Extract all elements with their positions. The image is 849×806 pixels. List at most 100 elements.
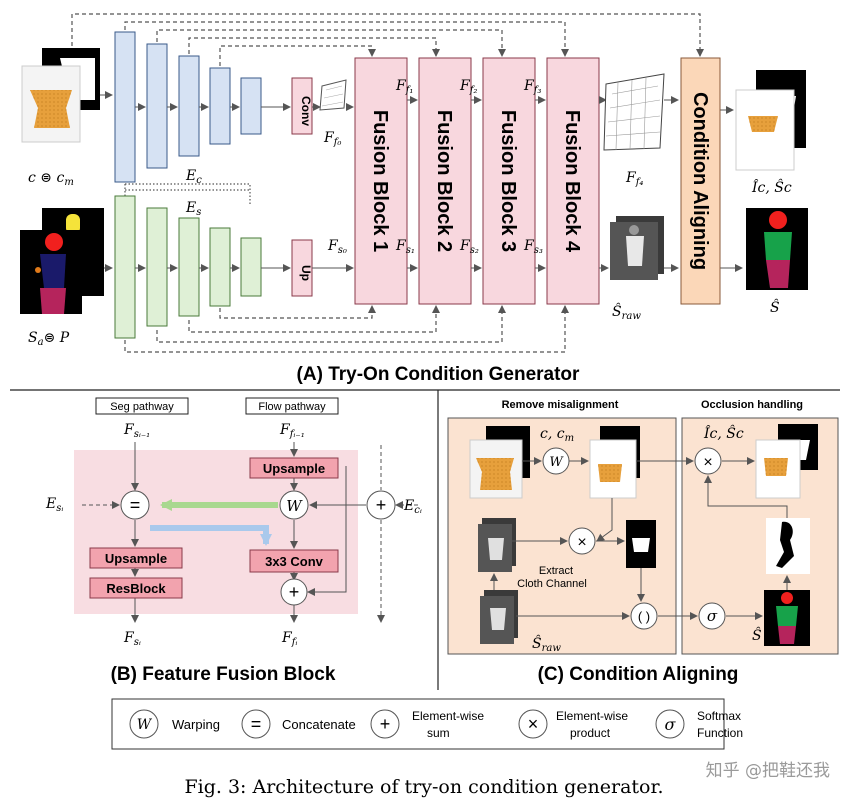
svg-text:W: W — [137, 717, 153, 733]
fusion-block-2-label: Fusion Block 2 — [433, 110, 455, 252]
resblock-label: ResBlock — [106, 581, 166, 596]
cloth-encoder-label: Ec — [185, 168, 202, 186]
panel-c: Remove misalignment Occlusion handling c… — [447, 399, 839, 685]
c-product-icon — [568, 527, 596, 555]
skip-connections-bottom — [124, 305, 569, 353]
condition-aligning-label: Condition Aligning — [689, 92, 711, 270]
upsample-top-block — [249, 457, 339, 479]
panel-b-title: (B) Feature Fusion Block — [111, 664, 336, 685]
seg-s2-label: Fs₂ — [459, 238, 479, 256]
legend-item-sum: + Element-wise sum — [370, 709, 484, 740]
seg-encoder-label: Es — [185, 200, 201, 218]
legend-box — [111, 698, 725, 750]
legend-item-warping: W Warping — [129, 709, 220, 739]
output-ic-sc-label: Îc, Ŝc — [751, 178, 792, 196]
svg-text:×: × — [528, 714, 539, 734]
legend-item-product: × Element-wise product — [518, 709, 628, 740]
panel-a-title: (A) Try-On Condition Generator — [297, 364, 580, 385]
fusion-block-4 — [546, 57, 600, 305]
fusion-block-4-label: Fusion Block 4 — [561, 110, 583, 253]
flow-f3-label: Ff₃ — [523, 78, 541, 96]
output-cloth-c — [755, 424, 818, 499]
flow-f4-label: Ff₄ — [625, 170, 643, 188]
sum-icon — [280, 578, 308, 606]
s-raw-label: Ŝraw — [612, 302, 641, 322]
svg-text:product: product — [570, 726, 611, 740]
watermark: 知乎 @把鞋还我 — [706, 761, 830, 781]
flow-pathway-label: Flow pathway — [258, 401, 326, 413]
in-flow-label: Ffᵢ₋₁ — [279, 422, 305, 440]
legend-concatenate-icon — [241, 709, 271, 739]
legend-sum-label: Element-wise — [412, 709, 484, 723]
occlusion-handling-title: Occlusion handling — [701, 399, 803, 411]
legend-sum-icon — [370, 709, 400, 739]
svg-text:W: W — [286, 497, 303, 515]
in-seg-label: Fsᵢ₋₁ — [123, 422, 150, 440]
c-input-images — [469, 426, 530, 499]
c-sraw-label: Ŝraw — [532, 634, 561, 654]
svg-text:×: × — [577, 534, 586, 551]
conv-3x3-block — [249, 549, 339, 573]
fusion-blocks: Fusion Block 1 Fusion Block 2 Fusion Blo… — [354, 57, 600, 305]
legend-product-icon — [518, 709, 548, 739]
svg-text:σ: σ — [665, 715, 677, 734]
conv-label: Conv — [299, 96, 313, 126]
seg-s3-label: Fs₃ — [523, 238, 543, 256]
input-cloth-label: c ⊜ cm — [28, 170, 74, 188]
resblock-block — [89, 577, 183, 599]
extract-line2: Cloth Channel — [517, 578, 587, 590]
warping-icon — [279, 490, 309, 520]
cloth-encoder — [114, 31, 262, 183]
svg-text:sum: sum — [427, 726, 450, 740]
s-raw-stack-bottom — [480, 590, 518, 644]
svg-text:+: + — [376, 495, 387, 515]
svg-text:+: + — [289, 582, 300, 602]
sum-icon-ec — [366, 490, 396, 520]
upsample-top-label: Upsample — [263, 461, 325, 476]
seg-s0-label: Fs₀ — [327, 238, 347, 256]
up-label: Up — [299, 265, 313, 281]
flow-f1-label: Ff₁ — [395, 78, 413, 96]
fusion-block-1 — [354, 57, 408, 305]
upsample-bottom-label: Upsample — [105, 551, 167, 566]
svg-text:=: = — [251, 714, 262, 734]
extract-line1: Extract — [539, 565, 573, 577]
input-seg-label: Sa⊜ P — [28, 330, 70, 348]
legend: W Warping = Concatenate + Element-wise s… — [111, 698, 743, 750]
legend-warping-label: Warping — [172, 717, 220, 732]
s-raw-image — [610, 216, 664, 280]
svg-text:σ: σ — [707, 607, 718, 625]
concatenate-icon — [120, 490, 150, 520]
fusion-block-1-label: Fusion Block 1 — [369, 110, 391, 252]
seg-encoder — [114, 195, 262, 339]
svg-text:×: × — [703, 454, 712, 471]
panel-c-title: (C) Condition Aligning — [538, 664, 739, 685]
svg-text:( ): ( ) — [638, 609, 650, 624]
conv-block — [291, 77, 313, 135]
fusion-block-2 — [418, 57, 472, 305]
upsample-bottom-block — [89, 547, 183, 569]
skip-connections-top — [71, 13, 704, 66]
fusion-block-3 — [482, 57, 536, 305]
cloth-mask-image — [626, 520, 656, 568]
panel-b: Seg pathway Flow pathway Fsᵢ₋₁ Ffᵢ₋₁ — [45, 397, 422, 685]
flow-f0-label: Ff₀ — [323, 130, 341, 148]
out-flow-label: Ffᵢ — [281, 630, 298, 648]
input-seg-images — [20, 208, 104, 314]
c-s-label: Ŝ — [752, 626, 762, 644]
svg-text:W: W — [549, 455, 564, 470]
output-cloth-images — [735, 70, 806, 171]
blue-arrow — [150, 525, 272, 546]
ec-label: Ecᵢ — [403, 498, 422, 516]
legend-sum-line: Element-wise — [412, 709, 484, 723]
legend-product-label: Element-wise — [556, 709, 628, 723]
c-softmax-icon — [698, 602, 726, 630]
seg-s1-label: Fs₁ — [395, 238, 415, 256]
flow-f2-label: Ff₂ — [459, 78, 477, 96]
warped-cloth-images — [589, 426, 640, 499]
c-product-icon-2 — [694, 447, 722, 475]
fusion-block-3-label: Fusion Block 3 — [497, 110, 519, 252]
c-output-seg — [764, 590, 810, 646]
seg-pathway-label: Seg pathway — [110, 401, 174, 413]
